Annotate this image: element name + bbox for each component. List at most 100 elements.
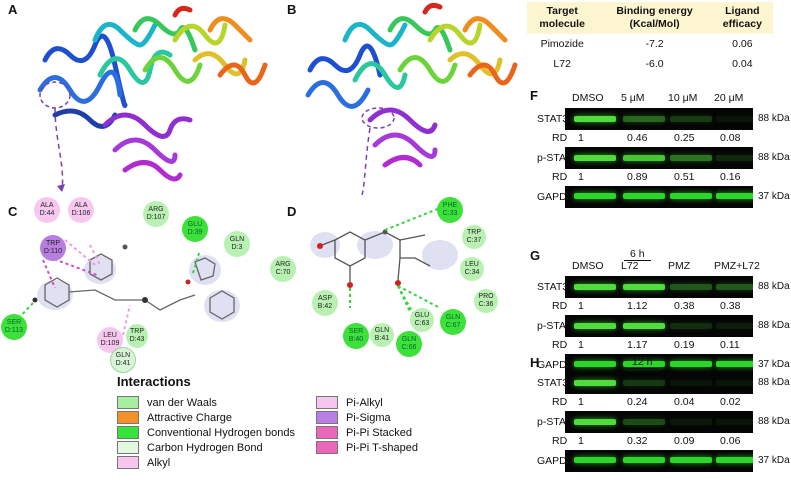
blot-band	[670, 155, 712, 161]
kda-label: 37 kDa	[758, 359, 790, 370]
legend-label: Alkyl	[147, 456, 171, 469]
legend-swatch	[316, 441, 338, 454]
blot-band	[716, 380, 753, 386]
rd-label: RD	[552, 132, 568, 144]
blot-band	[574, 116, 616, 122]
table-row: Pimozide -7.2 0.06	[527, 34, 773, 54]
legend-label: Pi-Alkyl	[346, 396, 383, 409]
lane-label: DMSO	[572, 260, 604, 272]
kda-label: 37 kDa	[758, 191, 790, 202]
legend-title: Interactions	[117, 374, 191, 389]
residue-gln-b41: GLN B:41	[370, 323, 394, 347]
legend-swatch	[117, 426, 139, 439]
residue-trp-c37: TRP C:37	[462, 225, 486, 249]
blot-band	[574, 284, 616, 290]
legend-swatch	[117, 456, 139, 469]
rd-value: 0.38	[720, 300, 741, 312]
legend-swatch	[117, 441, 139, 454]
blot-band	[716, 361, 753, 367]
blot-image	[565, 276, 753, 298]
rd-value: 0.38	[674, 300, 695, 312]
table-cell: 0.04	[732, 58, 753, 70]
legend-swatch	[117, 396, 139, 409]
time-label-6h: 6 h	[624, 248, 651, 261]
blot-band	[623, 323, 665, 329]
rd-value: 1	[578, 300, 584, 312]
kda-label: 37 kDa	[758, 455, 790, 466]
rd-value: 0.06	[720, 435, 741, 447]
legend-label: Conventional Hydrogen bonds	[147, 426, 295, 439]
lane-label: 5 μM	[621, 92, 645, 104]
rd-value: 1	[578, 435, 584, 447]
blot-image	[565, 354, 753, 376]
blot-band	[623, 457, 665, 463]
table-row: L72 -6.0 0.04	[527, 54, 773, 74]
rd-label: RD	[552, 171, 568, 183]
blot-band	[670, 116, 712, 122]
blot-band	[670, 284, 712, 290]
blot-band	[716, 457, 753, 463]
residue-ser-d113: SER D:113	[1, 314, 27, 340]
protein-structure-a	[37, 5, 268, 192]
blot-band	[574, 380, 616, 386]
residue-asp-b42: ASP B:42	[312, 290, 338, 316]
blot-image	[565, 108, 753, 130]
blot-band	[623, 361, 665, 367]
lane-label: 10 μM	[668, 92, 698, 104]
table-cell: 0.06	[732, 38, 753, 50]
blot-band	[574, 361, 616, 367]
blot-row-label: STAT3	[537, 281, 569, 293]
legend-item: Pi-Pi T-shaped	[316, 441, 418, 454]
table-cell: Pimozide	[540, 38, 584, 50]
rd-value: 0.19	[674, 339, 695, 351]
residue-trp-d110: TRP D:110	[40, 235, 66, 261]
rd-value: 0.51	[674, 171, 695, 183]
legend-item: Alkyl	[117, 456, 170, 469]
blot-band	[623, 419, 665, 425]
legend-item: van der Waals	[117, 396, 217, 409]
blot-image	[565, 315, 753, 337]
blot-band	[716, 419, 753, 425]
blot-band	[670, 419, 712, 425]
table-cell: -7.2	[645, 38, 664, 50]
legend-label: Pi-Pi T-shaped	[346, 441, 418, 454]
rd-value: 1	[578, 132, 584, 144]
rd-value: 0.24	[627, 396, 648, 408]
residue-arg-c70: ARG C:70	[270, 256, 296, 282]
residue-ser-b40: SER B:40	[343, 323, 369, 349]
blot-image	[565, 372, 753, 394]
rd-label: RD	[552, 435, 568, 447]
legend-swatch	[316, 396, 338, 409]
table-header: Ligand efficacy	[711, 2, 773, 34]
rd-label: RD	[552, 339, 568, 351]
kda-label: 88 kDa	[758, 113, 790, 124]
blot-band	[623, 193, 665, 199]
legend-item: Pi-Pi Stacked	[316, 426, 412, 439]
panel-label-a: A	[8, 2, 18, 17]
panel-label-f: F	[530, 88, 538, 103]
ligand-diagram-d	[310, 207, 458, 327]
rd-value: 0.11	[720, 339, 740, 351]
rd-value: 0.08	[720, 132, 741, 144]
kda-label: 88 kDa	[758, 377, 790, 388]
blot-band	[670, 361, 712, 367]
rd-value: 0.16	[720, 171, 741, 183]
residue-arg-d107: ARG D:107	[143, 201, 169, 227]
ligand-diagram-c	[14, 239, 240, 336]
blot-band	[623, 284, 665, 290]
residue-gln-c67: GLN C:66	[396, 331, 422, 357]
residue-gln-d41: GLN D:41	[110, 347, 136, 373]
residue-gln-c66: GLN C:67	[440, 309, 466, 335]
rd-value: 1	[578, 339, 584, 351]
legend-swatch	[117, 411, 139, 424]
rd-value: 1	[578, 396, 584, 408]
legend-swatch	[316, 426, 338, 439]
legend-label: Pi-Pi Stacked	[346, 426, 413, 439]
blot-band	[623, 380, 665, 386]
blot-band	[716, 116, 753, 122]
residue-ala-d106: ALA D:106	[68, 197, 94, 223]
legend-label: Attractive Charge	[147, 411, 232, 424]
residue-trp-d43: TRP D:43	[126, 324, 148, 348]
lane-label: L72	[621, 260, 639, 272]
panel-label-g: G	[530, 248, 541, 263]
